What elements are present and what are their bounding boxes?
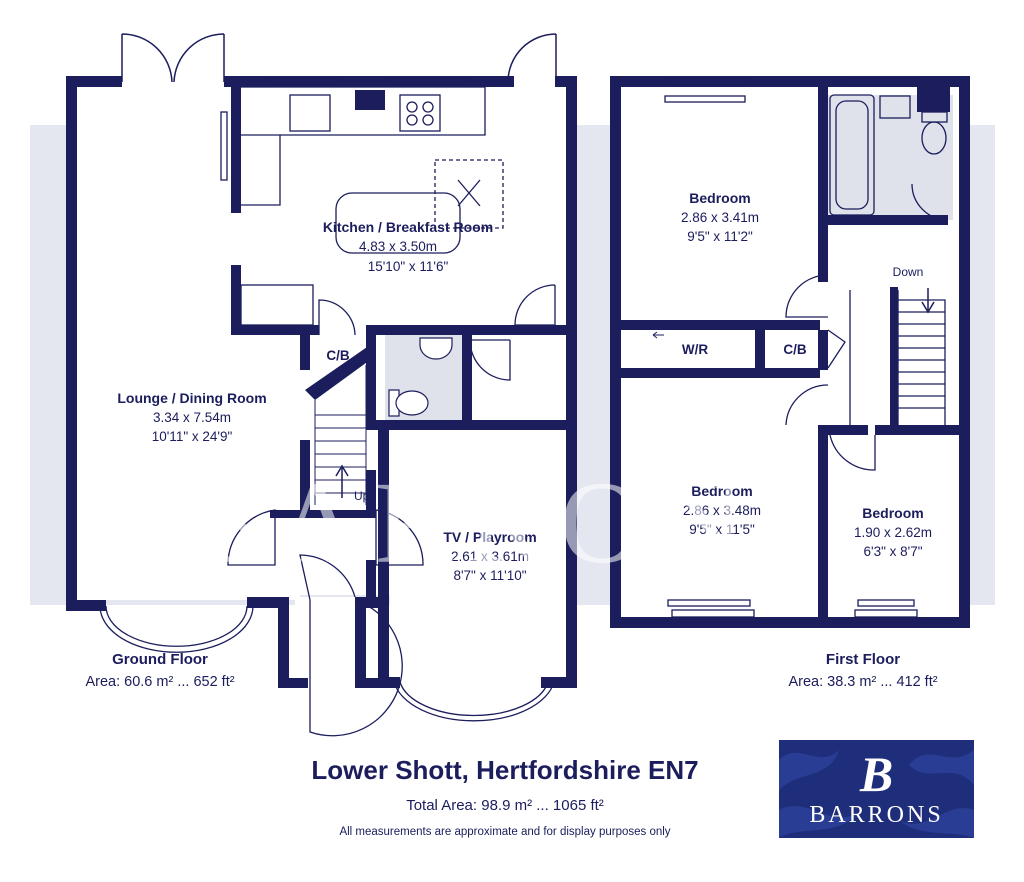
bath-icon — [829, 94, 875, 216]
barrons-logo: B BARRONS — [779, 740, 974, 838]
logo-initial: B — [859, 746, 894, 802]
first-walls — [610, 76, 970, 628]
lounge-name: Lounge / Dining Room — [117, 390, 266, 406]
logo-pattern — [779, 750, 974, 838]
porch-floor — [295, 597, 355, 682]
sink-icon — [289, 94, 331, 132]
first-floor-title: First Floor — [826, 651, 900, 668]
wr-label: W/R — [682, 342, 708, 357]
tv-imperial: 8'7" x 11'10" — [453, 568, 526, 583]
radiator-icon — [664, 95, 746, 103]
tv-metric: 2.61 x 3.61m — [451, 549, 529, 564]
labels: Kitchen / Breakfast Room 4.83 x 3.50m 15… — [85, 190, 937, 690]
ground-floor-area: Area: 60.6 m² ... 652 ft² — [85, 674, 234, 690]
kitchen-units — [220, 86, 504, 326]
bedroom3-name: Bedroom — [862, 505, 923, 521]
ground-walls — [66, 76, 577, 688]
french-doors — [121, 33, 557, 83]
bathroom-floor — [828, 95, 953, 220]
first-floor-area: Area: 38.3 m² ... 412 ft² — [788, 674, 937, 690]
kitchen-island — [335, 192, 461, 254]
kitchen-name: Kitchen / Breakfast Room — [323, 219, 493, 235]
lounge-metric: 3.34 x 7.54m — [153, 410, 231, 425]
bedroom1-metric: 2.86 x 3.41m — [681, 210, 759, 225]
tv-name: TV / Playroom — [443, 529, 536, 545]
ground-windows — [99, 77, 555, 722]
up-label: Up — [354, 489, 370, 503]
basin-icon — [879, 95, 911, 119]
lounge-imperial: 10'11" x 24'9" — [152, 429, 233, 444]
skylight-icon — [434, 159, 504, 229]
disclaimer: All measurements are approximate and for… — [339, 826, 671, 838]
first-floor — [610, 76, 970, 628]
bedroom2-name: Bedroom — [691, 483, 752, 499]
radiator-icon — [220, 111, 228, 181]
total-area: Total Area: 98.9 m² ... 1065 ft² — [406, 797, 604, 814]
bedroom3-metric: 1.90 x 2.62m — [854, 525, 932, 540]
bedroom1-name: Bedroom — [689, 190, 750, 206]
cb-first-label: C/B — [783, 342, 807, 357]
basin-icon — [419, 337, 453, 360]
hob-icon — [399, 94, 441, 132]
bedroom2-imperial: 9'5" x 11'5" — [689, 522, 755, 537]
ground-floor-title: Ground Floor — [112, 651, 208, 668]
cb-ground-label: C/B — [326, 348, 350, 363]
kitchen-metric: 4.83 x 3.50m — [359, 239, 437, 254]
ground-stairs — [314, 365, 367, 505]
ground-doors — [227, 284, 556, 737]
down-label: Down — [893, 265, 924, 279]
bedroom1-imperial: 9'5" x 11'2" — [687, 229, 753, 244]
wc-fixtures — [388, 337, 453, 417]
toilet-icon — [395, 390, 429, 416]
property-address: Lower Shott, Hertfordshire EN7 — [311, 755, 699, 785]
bedroom2-metric: 2.86 x 3.48m — [683, 503, 761, 518]
bedroom3-imperial: 6'3" x 8'7" — [863, 544, 922, 559]
kitchen-imperial: 15'10" x 11'6" — [368, 259, 449, 274]
first-fixtures — [652, 77, 949, 618]
ground-floor — [66, 33, 577, 737]
logo-name: BARRONS — [809, 802, 944, 828]
